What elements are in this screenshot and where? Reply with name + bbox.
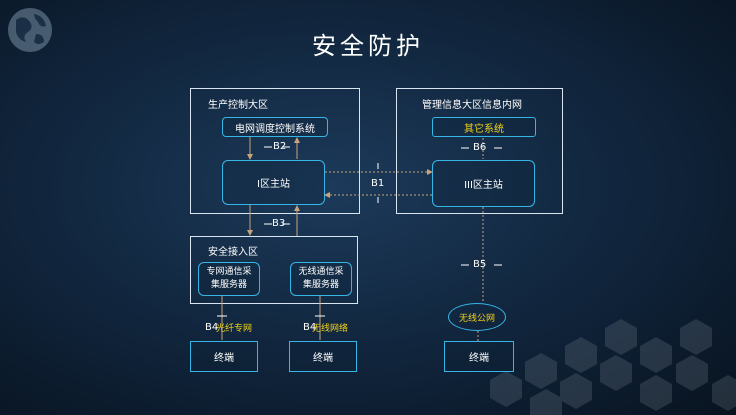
access-zone-label: 安全接入区 [208,247,258,258]
management-zone-label: 管理信息大区信息内网 [422,100,522,111]
boundary-b2-label: B2 [273,141,287,152]
terminal-box-1[interactable]: 终端 [190,341,258,372]
wireless-network-label: 无线网络 [312,324,349,334]
hexagon-decoration [490,319,736,415]
management-info-zone [396,88,563,214]
other-system-box[interactable]: 其它系统 [432,117,536,137]
grid-dispatch-system-box[interactable]: 电网调度控制系统 [222,117,328,137]
boundary-b3-label: B3 [272,218,286,229]
wireless-server-box[interactable]: 无线通信采 集服务器 [290,262,352,296]
production-control-zone [190,88,360,214]
public-wireless-network-ellipse: 无线公网 [448,303,506,331]
security-access-zone [190,236,358,304]
page-title: 安全防护 [312,32,424,60]
boundary-b1-label: B1 [371,178,385,189]
zone1-master-station-box[interactable]: I区主站 [222,160,325,205]
private-network-server-box[interactable]: 专网通信采 集服务器 [198,262,260,296]
terminal-box-2[interactable]: 终端 [289,341,357,372]
boundary-b4-left-label: B4 [205,322,219,333]
production-zone-label: 生产控制大区 [208,100,268,111]
zone3-master-station-box[interactable]: III区主站 [432,160,535,207]
boundary-b4-right-label: B4 [303,322,317,333]
terminal-box-3[interactable]: 终端 [444,341,514,372]
fiber-network-label: 光纤专网 [216,324,253,334]
globe-icon [8,8,52,52]
boundary-b6-label: B6 [473,142,487,153]
boundary-b5-label: B5 [473,259,487,270]
